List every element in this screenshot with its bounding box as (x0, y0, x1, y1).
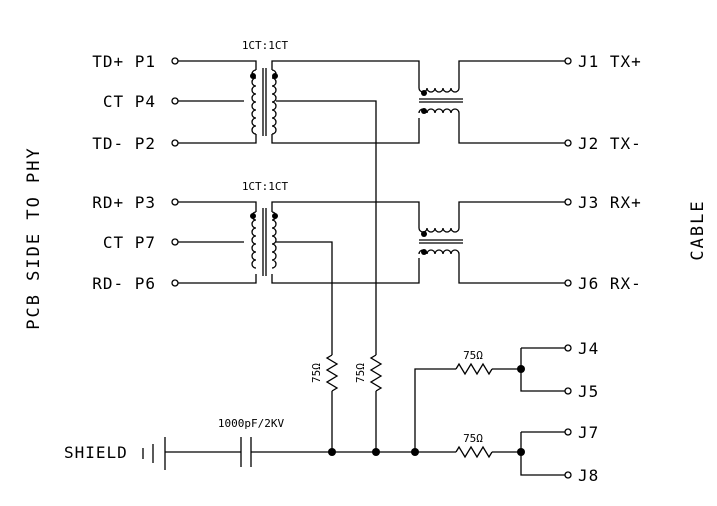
resistor-ct-tx-value: 75Ω (354, 363, 367, 383)
pin-j3-label: J3 RX+ (578, 193, 642, 212)
rx-transformer (178, 201, 565, 355)
resistor-j7-j8-value: 75Ω (463, 432, 483, 445)
pin-j8-label: J8 (578, 466, 599, 485)
pin-rd-minus-label: RD- P6 (92, 274, 156, 293)
pcb-side-label: PCB SIDE TO PHY (24, 146, 44, 330)
junction-dots (328, 365, 525, 456)
pin-j4-label: J4 (578, 339, 599, 358)
polarity-dots (250, 73, 427, 255)
cable-side-label: CABLE (688, 199, 708, 260)
pin-ct-p4-label: CT P4 (103, 92, 156, 111)
resistor-ct-rx-value: 75Ω (310, 363, 323, 383)
pin-rd-plus-label: RD+ P3 (92, 193, 156, 212)
pin-j6-label: J6 RX- (578, 274, 642, 293)
capacitor-value: 1000pF/2KV (218, 417, 285, 430)
resistor-j4-j5 (414, 347, 565, 452)
pin-j2-label: J2 TX- (578, 134, 642, 153)
pin-td-plus-label: TD+ P1 (92, 52, 156, 71)
shield-label: SHIELD (64, 443, 128, 462)
transformer-ratio-rx: 1CT:1CT (242, 180, 289, 193)
pin-j5-label: J5 (578, 382, 599, 401)
pin-ct-p7-label: CT P7 (103, 233, 156, 252)
transformer-ratio-tx: 1CT:1CT (242, 39, 289, 52)
resistor-j7-j8 (415, 431, 565, 476)
resistor-ct-tx (369, 354, 383, 452)
tx-transformer (178, 60, 565, 355)
left-terminals (171, 57, 179, 287)
pin-j1-label: J1 TX+ (578, 52, 642, 71)
resistor-ct-rx (325, 354, 339, 452)
pin-td-minus-label: TD- P2 (92, 134, 156, 153)
resistor-j4-j5-value: 75Ω (463, 349, 483, 362)
pin-j7-label: J7 (578, 423, 599, 442)
right-terminals (564, 57, 572, 479)
